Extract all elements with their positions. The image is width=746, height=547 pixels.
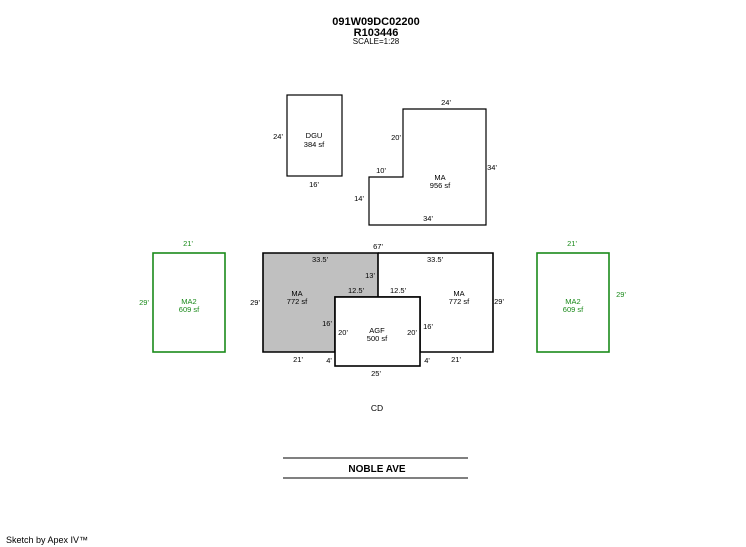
ma-upper-area: 956 sf — [430, 181, 451, 190]
ma-upper-dim-right: 34' — [487, 163, 497, 172]
overall-dim-top: 67' — [373, 242, 383, 251]
ma2-right-name: MA2 — [565, 297, 580, 306]
dgu-area: 384 sf — [304, 140, 325, 149]
ma-right-dim-right: 29' — [494, 297, 504, 306]
ma-left-area: 772 sf — [287, 297, 308, 306]
ma-left-dim-top: 33.5' — [312, 255, 329, 264]
ma-right-dim-step: 4' — [424, 356, 430, 365]
agf-dim-bottom: 25' — [371, 369, 381, 378]
ma-right-name: MA — [453, 289, 464, 298]
cd-label: CD — [371, 403, 383, 413]
dgu-name: DGU — [306, 131, 323, 140]
ma-upper-dim-bottom: 34' — [423, 214, 433, 223]
ma-right-dim-inner-top: 12.5' — [390, 286, 407, 295]
dgu-outline — [286, 94, 343, 177]
street-name: NOBLE AVE — [348, 464, 406, 475]
ma-right-dim-top: 33.5' — [427, 255, 444, 264]
agf-dim-left: 20' — [338, 328, 348, 337]
ma2-left-name: MA2 — [181, 297, 196, 306]
ma2-right-area: 609 sf — [563, 305, 584, 314]
ma-right-dim-bottom: 21' — [451, 355, 461, 364]
scale-label: SCALE=1:28 — [353, 37, 400, 46]
ma-upper-dim-left-lower: 14' — [354, 194, 364, 203]
ma-left-dim-bottom: 21' — [293, 355, 303, 364]
ma2-right-dim-right: 29' — [616, 290, 626, 299]
ma2-left-outline — [152, 252, 226, 353]
parcel-id: 091W09DC02200 — [332, 16, 419, 28]
ma-right-dim-inner-right: 16' — [423, 322, 433, 331]
ma2-right-outline — [536, 252, 610, 353]
agf-dim-right: 20' — [407, 328, 417, 337]
ma-upper-outline — [368, 108, 487, 226]
dgu-dim-bottom: 16' — [309, 180, 319, 189]
ma-left-dim-left: 29' — [250, 298, 260, 307]
ma-left-name: MA — [291, 289, 302, 298]
ma2-right-dim-top: 21' — [567, 239, 577, 248]
ma-upper-name: MA — [434, 173, 445, 182]
ma2-left-dim-top: 21' — [183, 239, 193, 248]
ma-left-dim-step: 4' — [326, 356, 332, 365]
sketch-credit: Sketch by Apex IV™ — [6, 535, 89, 545]
ma-upper-dim-notch: 10' — [376, 166, 386, 175]
ma-upper-dim-top: 24' — [441, 98, 451, 107]
agf-area: 500 sf — [367, 334, 388, 343]
ma-left-dim-inner-vert: 13' — [365, 271, 375, 280]
ma-right-area: 772 sf — [449, 297, 470, 306]
ma2-left-dim-left: 29' — [139, 298, 149, 307]
agf-outline — [334, 296, 421, 367]
dgu-dim-left: 24' — [273, 132, 283, 141]
ma-upper-dim-left-upper: 20' — [391, 133, 401, 142]
ma-left-dim-inner-top: 12.5' — [348, 286, 365, 295]
ma-left-dim-inner-left: 16' — [322, 319, 332, 328]
agf-name: AGF — [369, 326, 385, 335]
account-number: R103446 — [354, 27, 399, 39]
ma2-left-area: 609 sf — [179, 305, 200, 314]
